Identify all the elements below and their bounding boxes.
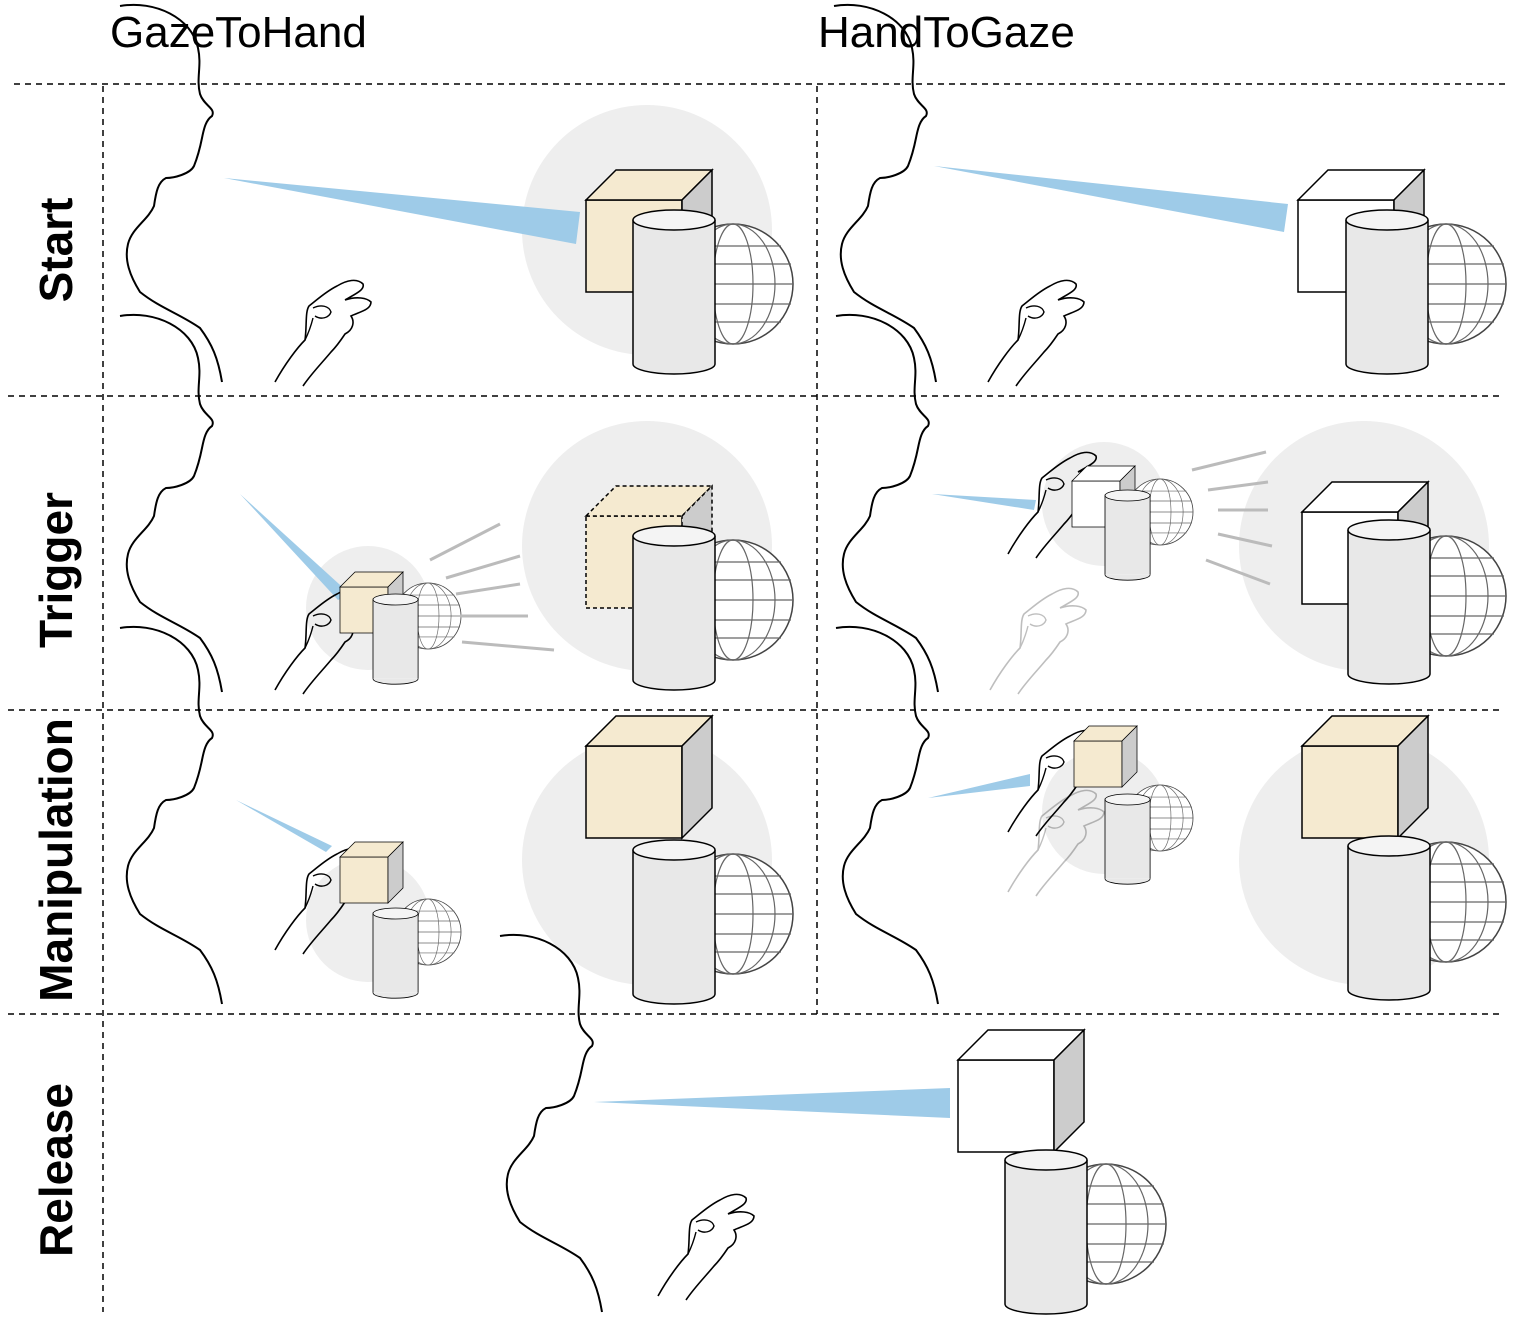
gaze-ray — [932, 494, 1036, 510]
face-icon — [833, 3, 937, 383]
start-gazetohand-panel — [119, 3, 794, 387]
trigger-handtogaze-panel — [835, 313, 1507, 695]
hand-icon — [987, 279, 1085, 387]
cylinder-ghost-icon — [1347, 519, 1431, 685]
face-icon — [835, 625, 939, 1005]
hand-icon — [274, 279, 372, 387]
manipulation-handtogaze-panel — [835, 625, 1507, 1005]
manipulation-gazetohand-panel — [119, 625, 794, 1005]
cube-ghost-icon — [585, 715, 713, 839]
gaze-ray — [928, 774, 1030, 798]
cube-small-icon — [339, 841, 404, 904]
cylinder-ghost-icon — [1347, 835, 1431, 1001]
start-handtogaze-panel — [833, 3, 1507, 387]
column-title-gazetohand: GazeToHand — [110, 8, 367, 57]
cylinder-small-icon — [372, 907, 419, 999]
cylinder-small-icon — [1104, 489, 1151, 581]
cylinder-icon — [632, 209, 716, 375]
motion-lines — [429, 522, 555, 652]
trigger-gazetohand-panel — [119, 313, 794, 695]
cube-small-icon — [1073, 725, 1138, 788]
gaze-ray — [934, 166, 1288, 232]
gaze-ray — [240, 494, 350, 600]
cylinder-icon — [1345, 209, 1429, 375]
grid-lines — [8, 83, 1508, 1312]
motion-lines — [1191, 450, 1273, 586]
cube-icon — [957, 1029, 1085, 1153]
gaze-ray — [224, 178, 580, 244]
face-icon — [499, 933, 603, 1313]
gaze-ray — [236, 800, 332, 852]
face-icon — [119, 3, 223, 383]
cube-ghost-icon — [1301, 715, 1429, 839]
cylinder-small-icon — [1104, 793, 1151, 885]
cylinder-ghost-icon — [632, 839, 716, 1005]
face-icon — [119, 625, 223, 1005]
release-panel — [499, 933, 1167, 1315]
cylinder-icon — [1004, 1149, 1088, 1315]
cylinder-ghost-icon — [632, 525, 716, 691]
hand-icon — [657, 1193, 755, 1301]
cylinder-small-icon — [372, 593, 419, 685]
column-title-handtogaze: HandToGaze — [818, 8, 1075, 57]
gaze-ray — [594, 1088, 950, 1118]
hand-ghost-icon — [989, 587, 1087, 695]
